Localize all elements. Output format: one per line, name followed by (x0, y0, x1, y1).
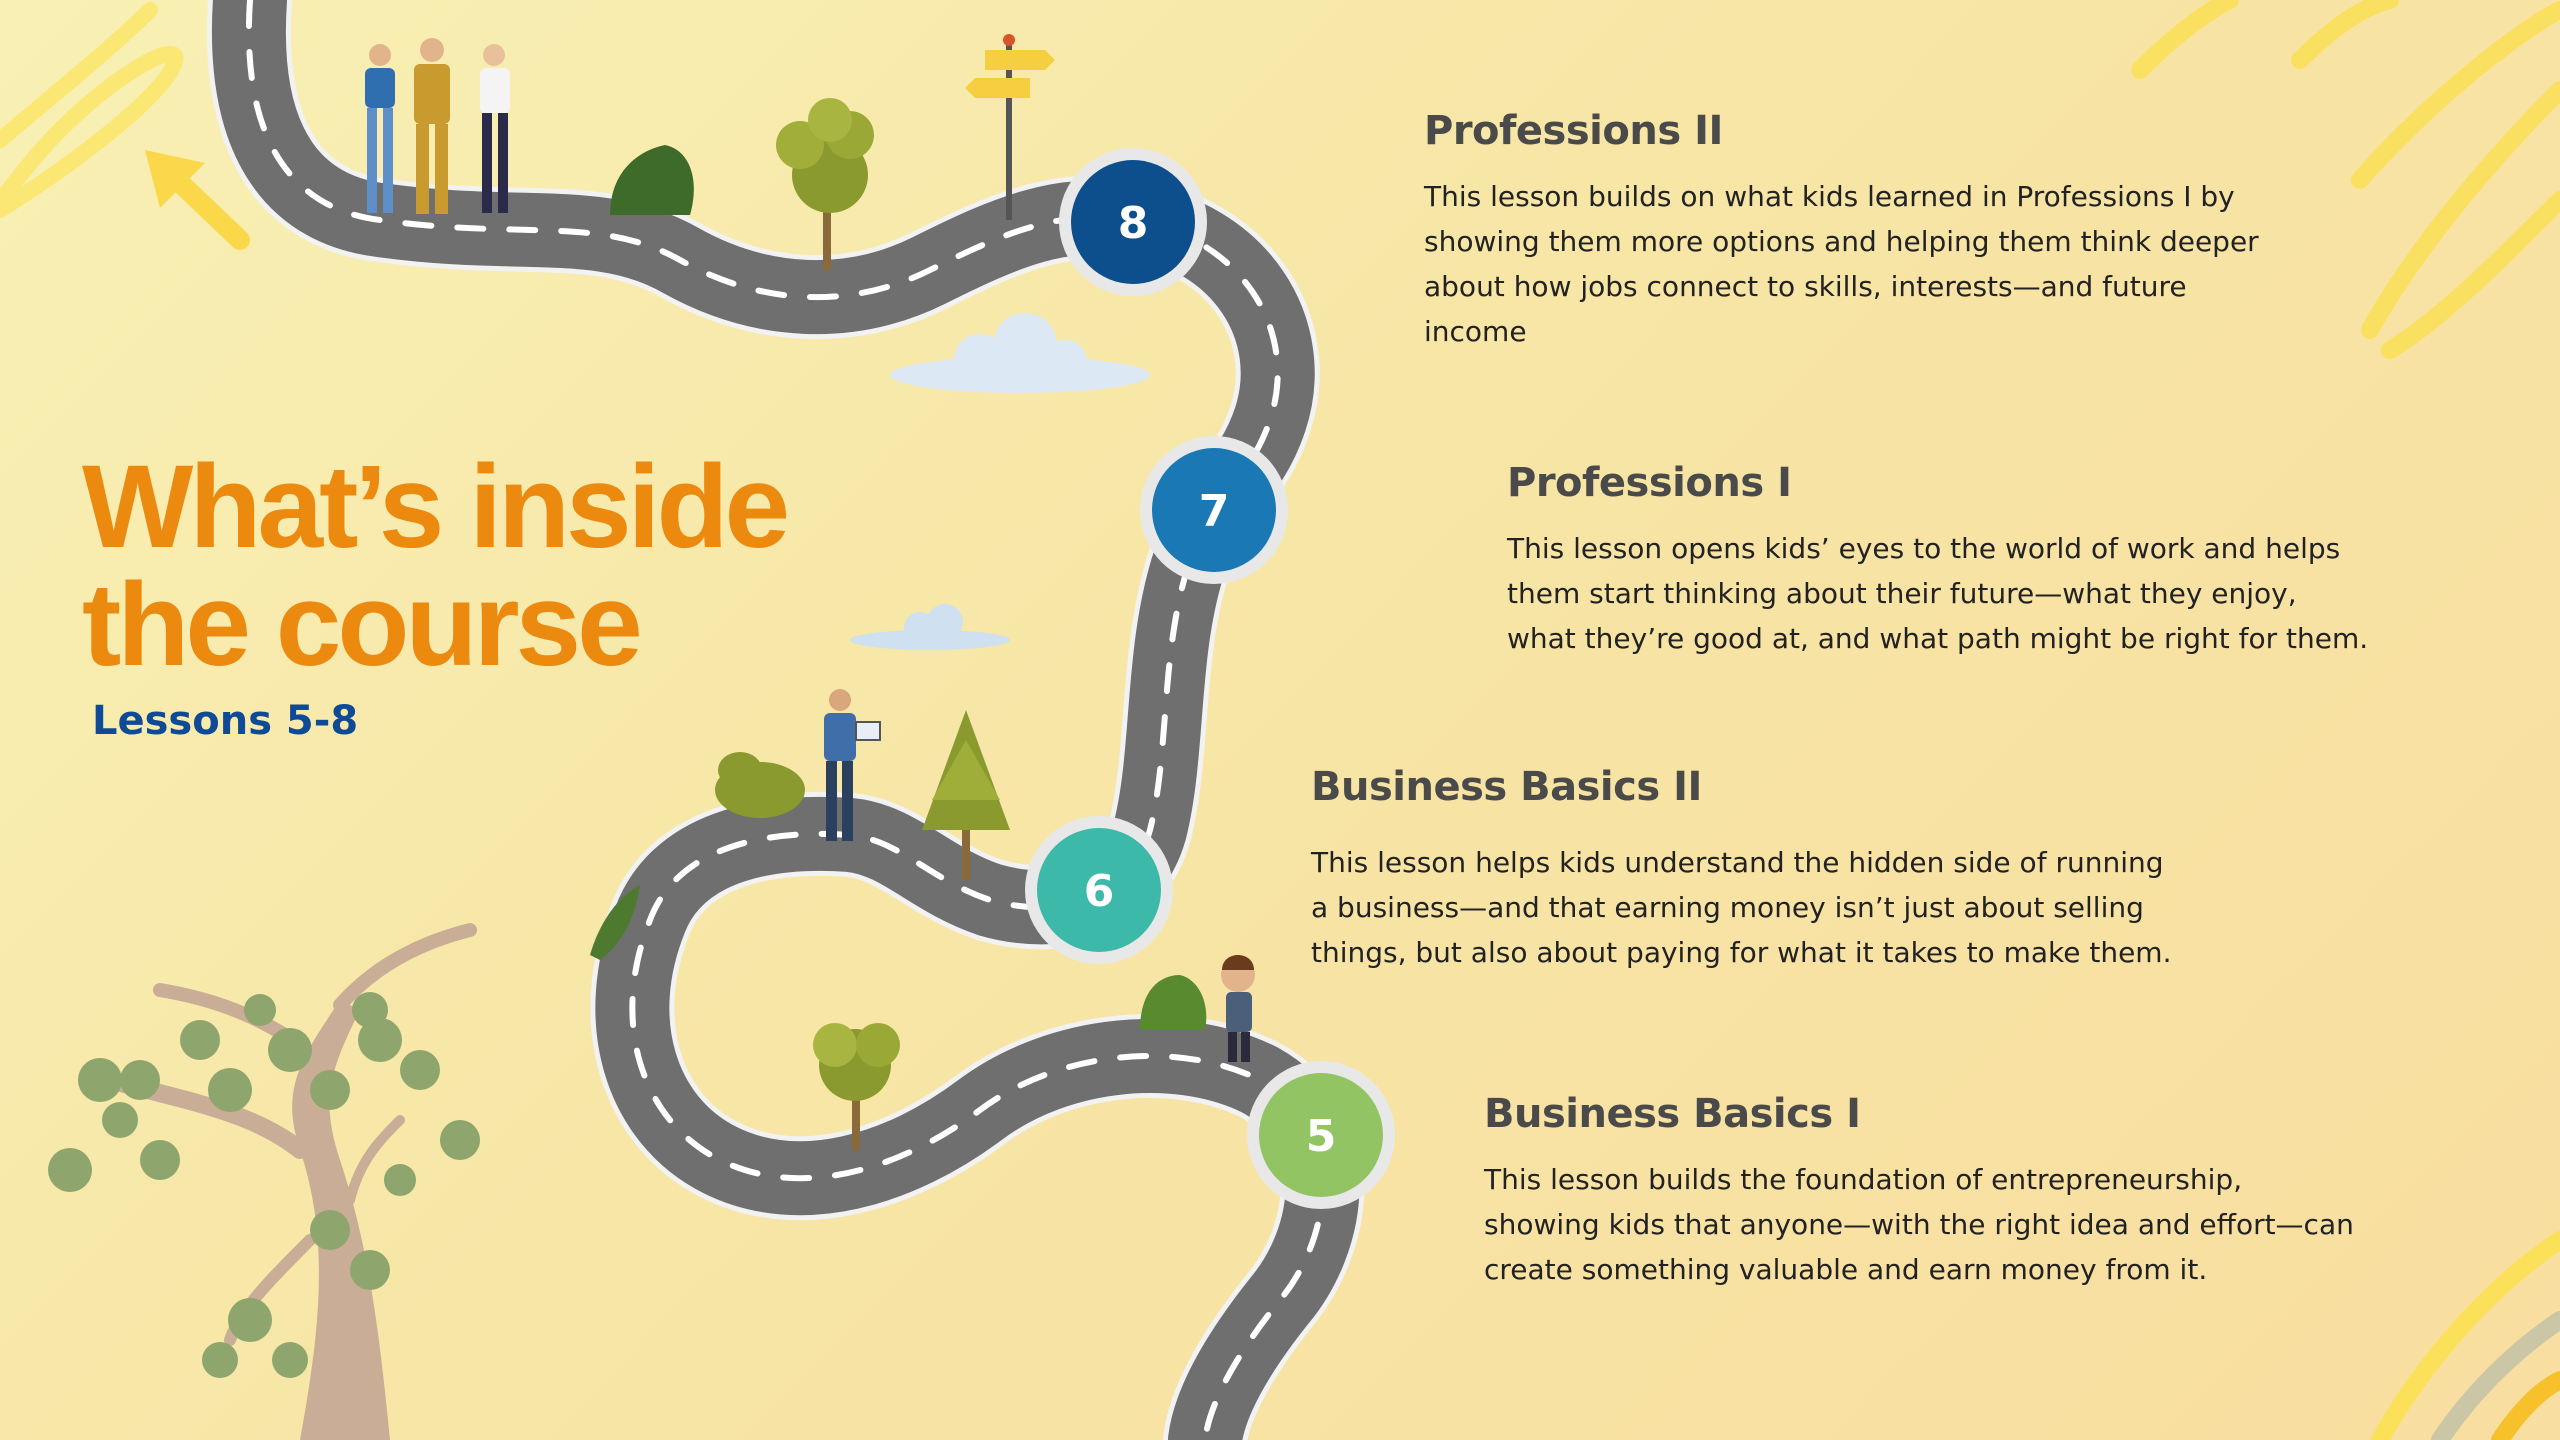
marker-7-fill (1152, 448, 1276, 572)
lesson-title: Business Basics I (1484, 1091, 1861, 1137)
tree-icon (776, 98, 874, 270)
lesson-description: This lesson builds the foundation of ent… (1484, 1163, 2354, 1286)
lesson-title: Business Basics II (1311, 764, 1702, 810)
title-line-2: the course (82, 559, 643, 691)
professions-characters-illustration (365, 38, 510, 214)
marker-5-label: 5 (1306, 1111, 1337, 1162)
yellow-scribble-top-left (0, 2, 184, 218)
signpost-icon (965, 34, 1055, 220)
bush-icon-3 (1140, 975, 1207, 1030)
bush-icon-2 (715, 752, 805, 818)
lesson-marker-7[interactable]: 7 (1140, 436, 1288, 584)
marker-6-label: 6 (1084, 866, 1115, 917)
marker-8-label: 8 (1118, 198, 1149, 249)
person-with-laptop-illustration (824, 689, 881, 841)
kid-character-illustration (1221, 955, 1255, 1062)
marker-7-label: 7 (1199, 486, 1230, 537)
title-line-1: What’s inside (82, 441, 790, 573)
yellow-scribble-top-right (2131, 0, 2560, 359)
cloud-icon (890, 313, 1150, 393)
marker-6-fill (1037, 828, 1161, 952)
marker-8-fill (1071, 160, 1195, 284)
lesson-marker-5[interactable]: 5 (1247, 1061, 1395, 1209)
lesson-block-7: Professions I This lesson opens kids’ ey… (1507, 460, 2527, 661)
lesson-block-8: Professions II This lesson builds on wha… (1424, 108, 2424, 354)
scribble-bottom-right (2371, 1231, 2560, 1440)
lesson-title: Professions II (1424, 108, 1723, 154)
lesson-block-6: Business Basics II This lesson helps kid… (1311, 764, 2331, 975)
lesson-description: This lesson helps kids understand the hi… (1311, 846, 2172, 969)
lesson-marker-6[interactable]: 6 (1025, 816, 1173, 964)
lesson-block-5: Business Basics I This lesson builds the… (1484, 1091, 2504, 1292)
arrow-icon (145, 150, 250, 250)
lesson-description: This lesson opens kids’ eyes to the worl… (1507, 532, 2369, 655)
plant-icon (590, 885, 640, 960)
lesson-title: Professions I (1507, 460, 1792, 506)
pine-tree-icon (922, 710, 1010, 880)
page-subtitle: Lessons 5-8 (92, 698, 359, 744)
lesson-marker-8[interactable]: 8 (1059, 148, 1207, 296)
page-title: What’s inside the course (82, 448, 790, 684)
tree-illustration (48, 923, 480, 1440)
cloud-icon-small (850, 604, 1010, 650)
bush-icon (610, 145, 694, 215)
marker-5-fill (1259, 1073, 1383, 1197)
lesson-description: This lesson builds on what kids learned … (1424, 180, 2259, 348)
tree-icon-2 (813, 1023, 900, 1150)
